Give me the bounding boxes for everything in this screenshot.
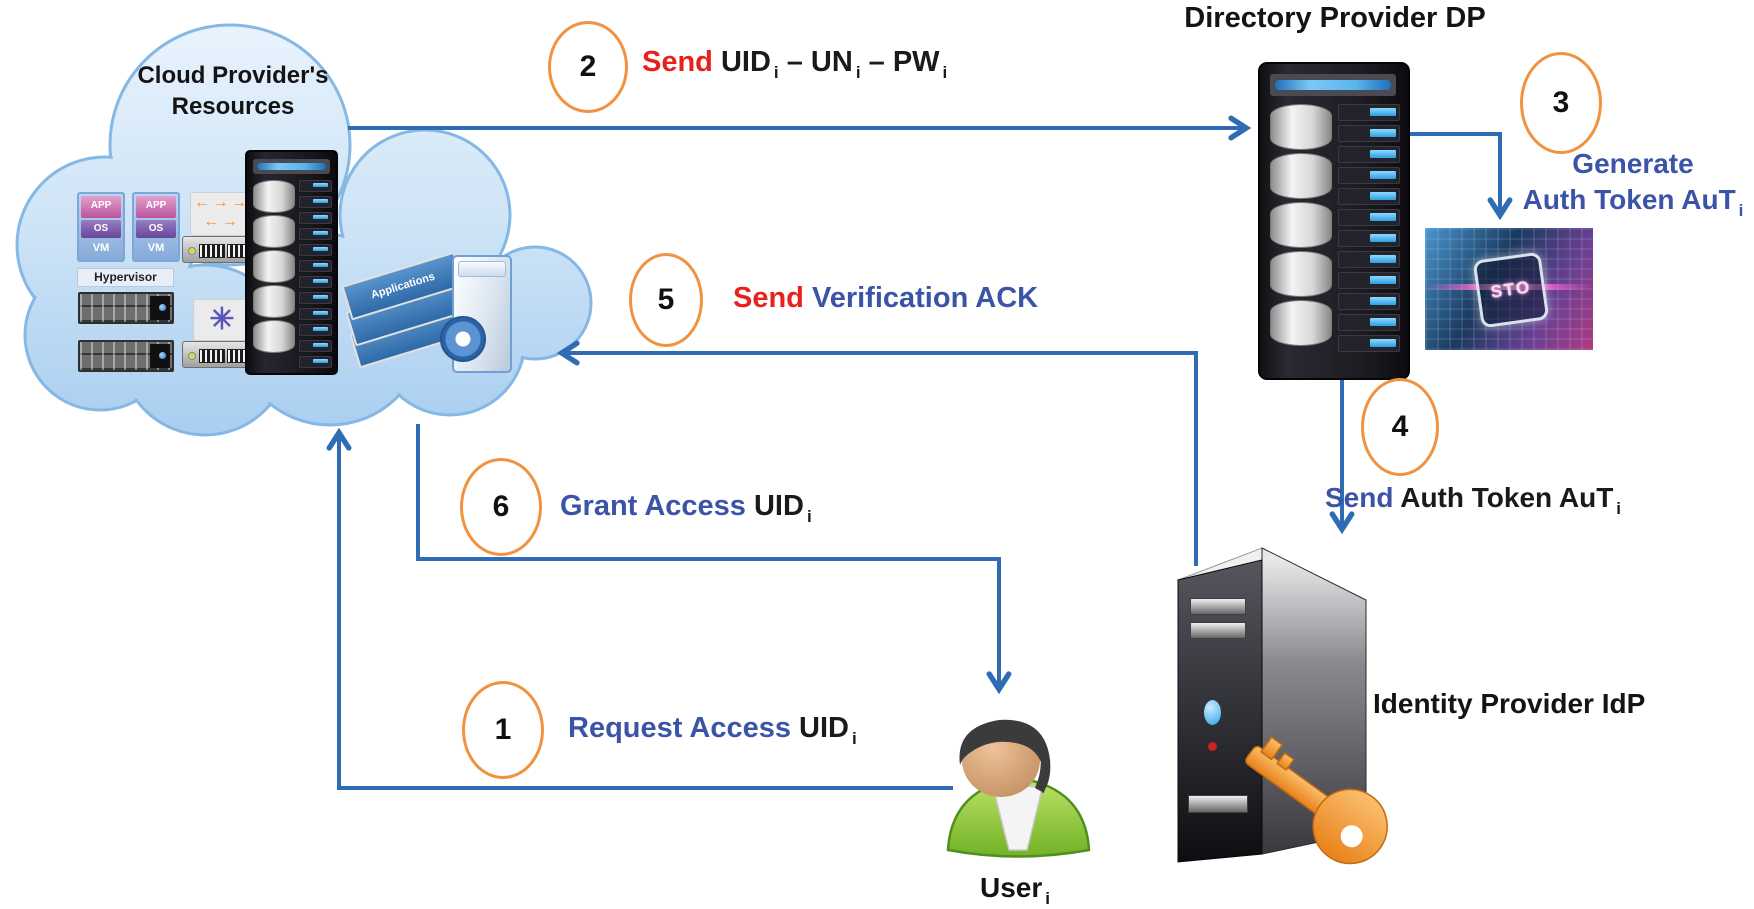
idp-bottom-slot (1188, 795, 1248, 813)
idp-power-led (1204, 700, 1221, 725)
step-number-5: 5 (657, 283, 675, 316)
step-circle-3: 3 (1520, 52, 1602, 154)
arrow-step5-idp-to-cloud (556, 340, 1198, 566)
cloud-title: Cloud Provider's Resources (118, 60, 348, 122)
rack-server-icon (78, 340, 174, 372)
step6-sub: i (806, 507, 812, 526)
step6-uid: UID (753, 490, 804, 522)
vm-os-label: OS (136, 220, 176, 238)
transfer-arrows-row: ← → (203, 213, 237, 230)
software-disc-icon (440, 316, 486, 362)
idp-drive-bay (1190, 622, 1246, 639)
hypervisor-bar: Hypervisor (77, 268, 174, 287)
step1-sub: i (852, 729, 857, 748)
step-circle-1: 1 (462, 681, 544, 779)
step3-line2: Auth Token AuT (1522, 184, 1736, 215)
step2-un: UN (810, 46, 853, 78)
vm-app-label: APP (81, 196, 121, 218)
vm-vm-label: VM (92, 242, 110, 254)
idp-status-led (1208, 742, 1217, 751)
step4-rest: Auth Token AuT (1400, 482, 1614, 513)
step6-action: Grant Access (560, 490, 746, 522)
cloud-title-line1: Cloud Provider's (137, 62, 329, 89)
step4-sub: i (1616, 499, 1622, 518)
cloud-rack-server-icon (245, 150, 338, 375)
key-icon (1245, 736, 1388, 865)
step5-rest: Verification ACK (811, 282, 1039, 314)
cloud-title-line2: Resources (171, 93, 295, 120)
step2-uid: UID (720, 46, 771, 78)
step1-uid: UID (799, 712, 849, 744)
step-number-4: 4 (1391, 410, 1409, 443)
applications-label: Applications (369, 270, 437, 302)
step2-dash1: – (786, 46, 803, 78)
software-box-icon (452, 255, 512, 373)
rack-server-icon (78, 292, 174, 324)
step3-line1: Generate (1572, 148, 1694, 179)
step1-action: Request Access (568, 712, 791, 744)
transfer-arrows-row: ← → → (194, 194, 247, 211)
step2-sub1: i (773, 63, 779, 82)
vm-vm-label: VM (147, 242, 165, 254)
identity-provider-title: Identity Provider IdP (1373, 688, 1646, 719)
arrow-step3-dp-to-token (1408, 132, 1513, 221)
vm-app-label: APP (136, 196, 176, 218)
idp-drive-bay (1190, 598, 1246, 615)
token-chip-label: STO (1489, 277, 1533, 302)
step2-dash2: – (868, 46, 885, 78)
user-label-sub: i (1045, 889, 1050, 908)
step5-send: Send (733, 282, 804, 314)
directory-provider-title: Directory Provider DP (1184, 2, 1486, 34)
vm-stack-icon: APP OS VM (77, 192, 125, 262)
dp-server-icon (1258, 62, 1410, 380)
snowflake-icon: ✳ (193, 299, 251, 341)
step4-send: Send (1325, 482, 1394, 513)
step2-send: Send (642, 46, 713, 78)
step-circle-6: 6 (460, 458, 542, 556)
step-number-1: 1 (494, 713, 512, 746)
token-chip-image: STO (1425, 228, 1593, 350)
vm-stack-icon: APP OS VM (132, 192, 180, 262)
step-circle-5: 5 (629, 253, 703, 347)
transfer-arrows-icon: ← → → ← → (190, 192, 250, 236)
arrow-step6-cloud-to-user (416, 424, 1012, 695)
step2-sub2: i (855, 63, 861, 82)
step-number-3: 3 (1552, 86, 1570, 119)
step-circle-4: 4 (1361, 378, 1439, 476)
vm-os-label: OS (81, 220, 121, 238)
step2-pw: PW (892, 46, 940, 78)
step-circle-2: 2 (548, 21, 628, 113)
user-label-text: User (980, 872, 1043, 903)
step-number-2: 2 (579, 50, 597, 83)
step-number-6: 6 (492, 490, 510, 523)
step2-sub3: i (942, 63, 948, 82)
user-icon (946, 719, 1091, 858)
step5-label: Send Verification ACK (733, 282, 1038, 315)
arrow-step1-user-to-cloud (326, 427, 953, 790)
step3-sub: i (1738, 201, 1744, 220)
